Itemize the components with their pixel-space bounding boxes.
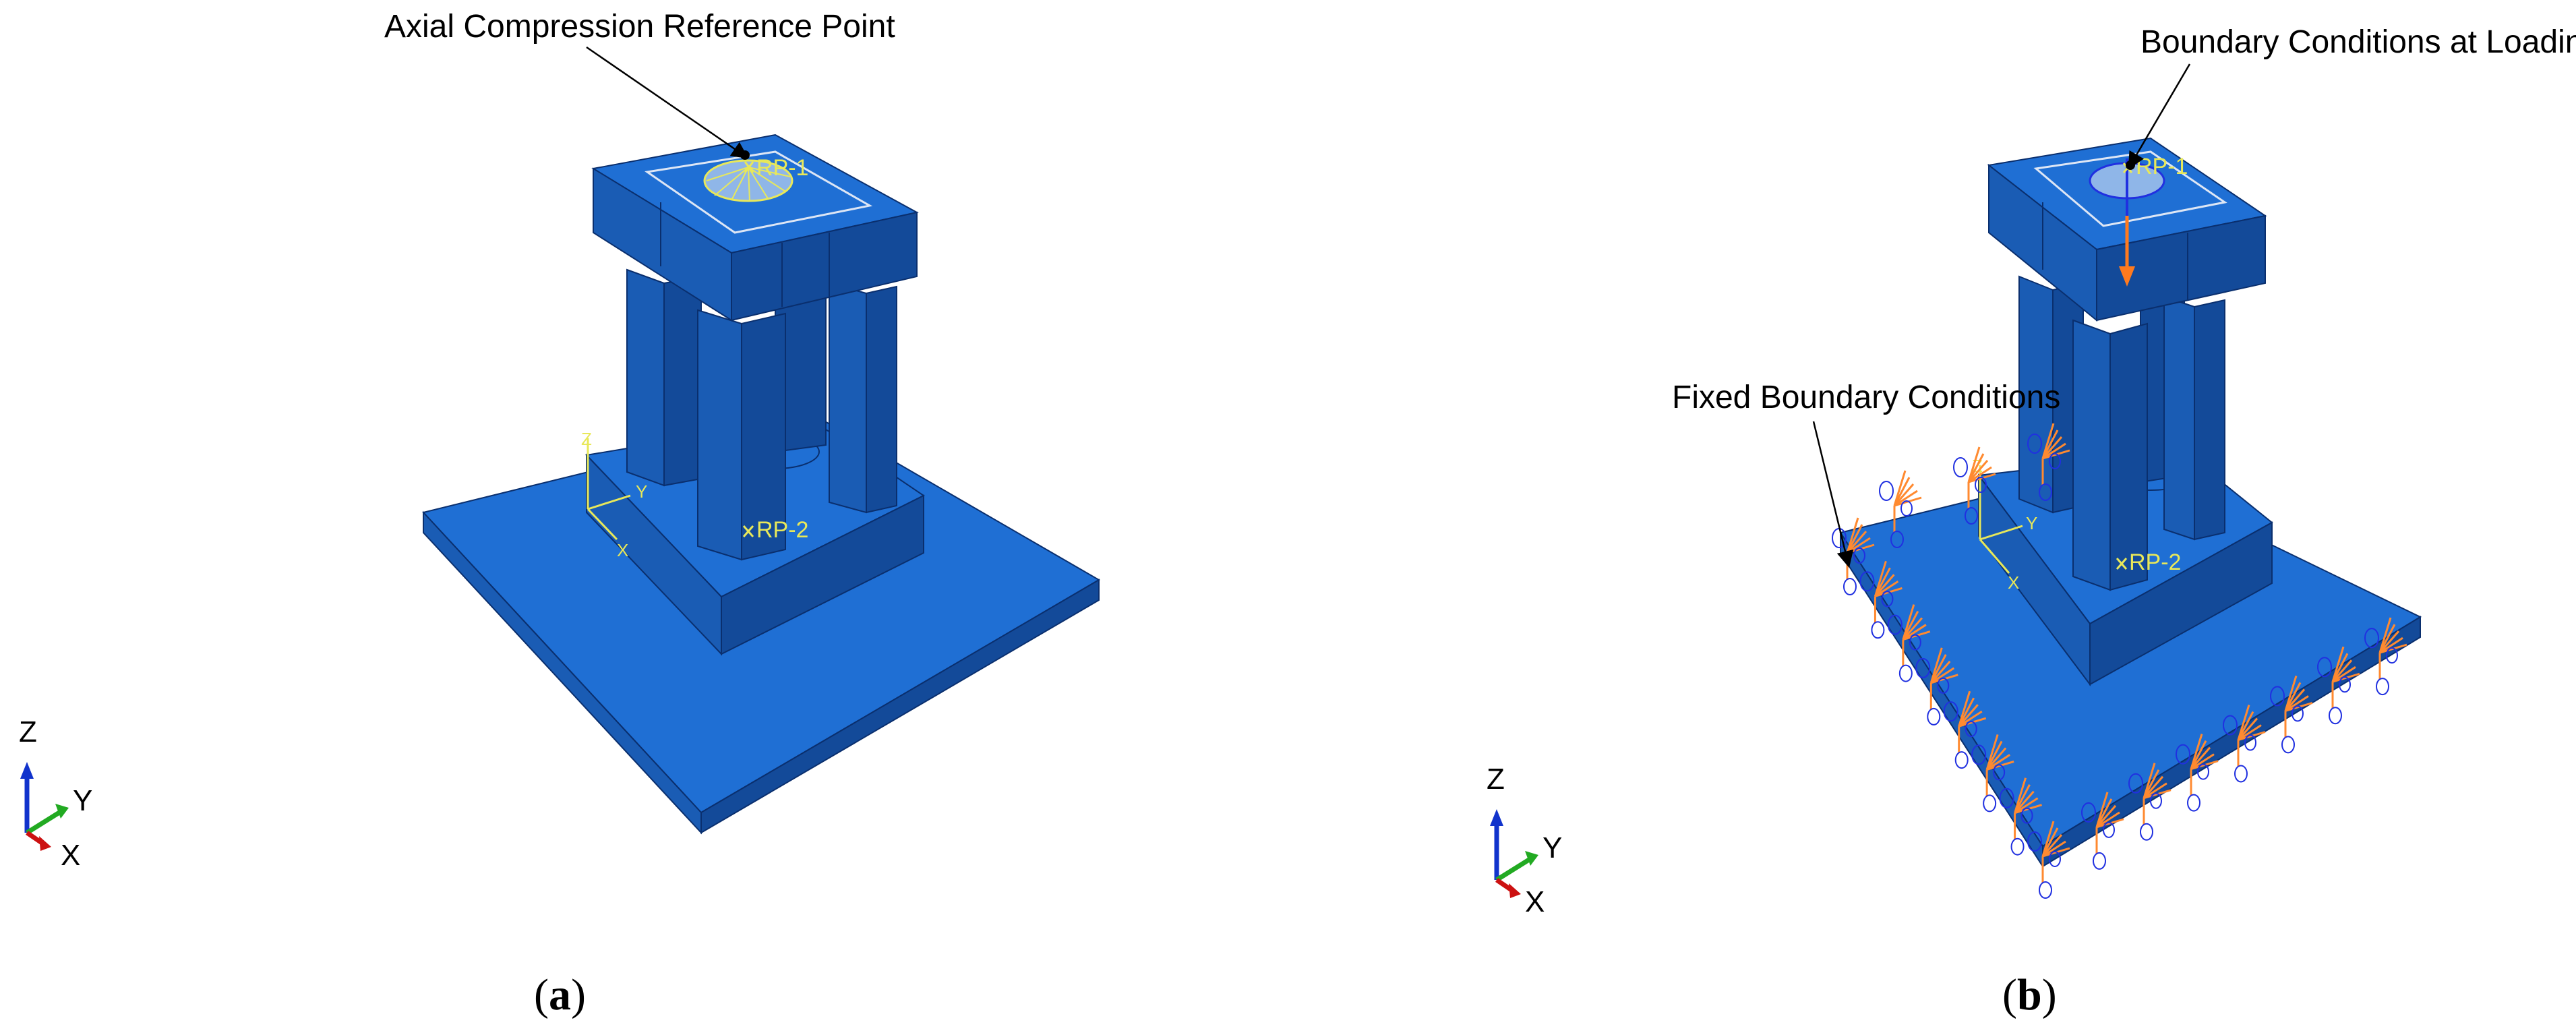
callout-fixed-bc: Fixed Boundary Conditions	[1672, 380, 2060, 415]
fixed-bc-front-edge	[2081, 617, 2407, 870]
triad-y-label: Y	[1542, 831, 1562, 864]
global-triad	[20, 762, 69, 851]
rp1-label: RP-1	[2136, 154, 2188, 179]
triad-z-label: Z	[1487, 763, 1505, 796]
local-axis-y: Y	[636, 481, 647, 502]
fixed-bc-glyph	[2027, 821, 2070, 899]
rp2-marker	[742, 525, 754, 537]
column-front	[697, 309, 786, 561]
callout-fixed-leader	[1812, 421, 1854, 568]
caption-b: (b)	[2002, 970, 2057, 1019]
fixed-bc-glyph	[2128, 763, 2171, 841]
fixed-bc-glyph	[2223, 705, 2266, 783]
fixed-bc-glyph	[2270, 675, 2313, 754]
fixed-bc-glyph	[1971, 734, 2014, 812]
column-left	[626, 268, 702, 487]
fixed-bc-glyph	[1953, 446, 1996, 525]
caption-a: (a)	[534, 970, 586, 1019]
fixed-bc-glyph	[2176, 734, 2219, 812]
fixed-bc-glyph	[2317, 646, 2360, 725]
triad-y-label: Y	[73, 784, 92, 817]
panel-a-model: RP-1 RP-2 Z Y X Axial Compression Refere…	[19, 9, 1100, 1019]
callout-loading-end: Boundary Conditions at Loading End	[2140, 24, 2576, 60]
fixed-bc-glyph	[1915, 647, 1958, 726]
panel-b-model: RP-1 RP-2 Z Y X Boundary Conditions at L…	[1487, 24, 2576, 1019]
local-axis-z: Z	[581, 429, 592, 449]
fixed-bc-glyph	[2081, 792, 2124, 870]
callout-loading-leader	[2128, 63, 2191, 169]
local-axis-y: Y	[2026, 513, 2037, 533]
global-triad	[1490, 809, 1538, 898]
fixed-bc-glyph	[1879, 470, 1922, 548]
column-right	[829, 282, 897, 514]
fixed-bc-back-edge	[1879, 423, 2070, 548]
fixed-bc-glyph	[1859, 560, 1903, 639]
rp2-label: RP-2	[2129, 550, 2181, 575]
fixed-bc-glyph	[2027, 423, 2070, 501]
fixed-bc-glyph	[1999, 777, 2043, 856]
rp2-label: RP-2	[756, 517, 808, 543]
triad-x-label: X	[61, 839, 80, 872]
local-axis-x: X	[2008, 572, 2019, 593]
triad-z-label: Z	[19, 715, 37, 748]
callout-reference-point: Axial Compression Reference Point	[384, 9, 895, 45]
fixed-bc-glyph	[2364, 617, 2407, 696]
column-right	[2163, 295, 2225, 541]
fixed-bc-left-edge	[1832, 517, 2070, 899]
local-axis-x: X	[617, 540, 628, 560]
rp2-marker	[2116, 558, 2128, 570]
rp1-label: RP-1	[756, 155, 808, 181]
callout-leader-line	[586, 46, 749, 159]
fixed-bc-glyph	[1887, 604, 1931, 682]
fixed-bc-glyph	[1943, 690, 1987, 769]
triad-x-label: X	[1525, 885, 1545, 918]
coupling-constraint	[703, 159, 793, 202]
column-front	[2072, 319, 2148, 591]
local-axes	[587, 438, 631, 541]
